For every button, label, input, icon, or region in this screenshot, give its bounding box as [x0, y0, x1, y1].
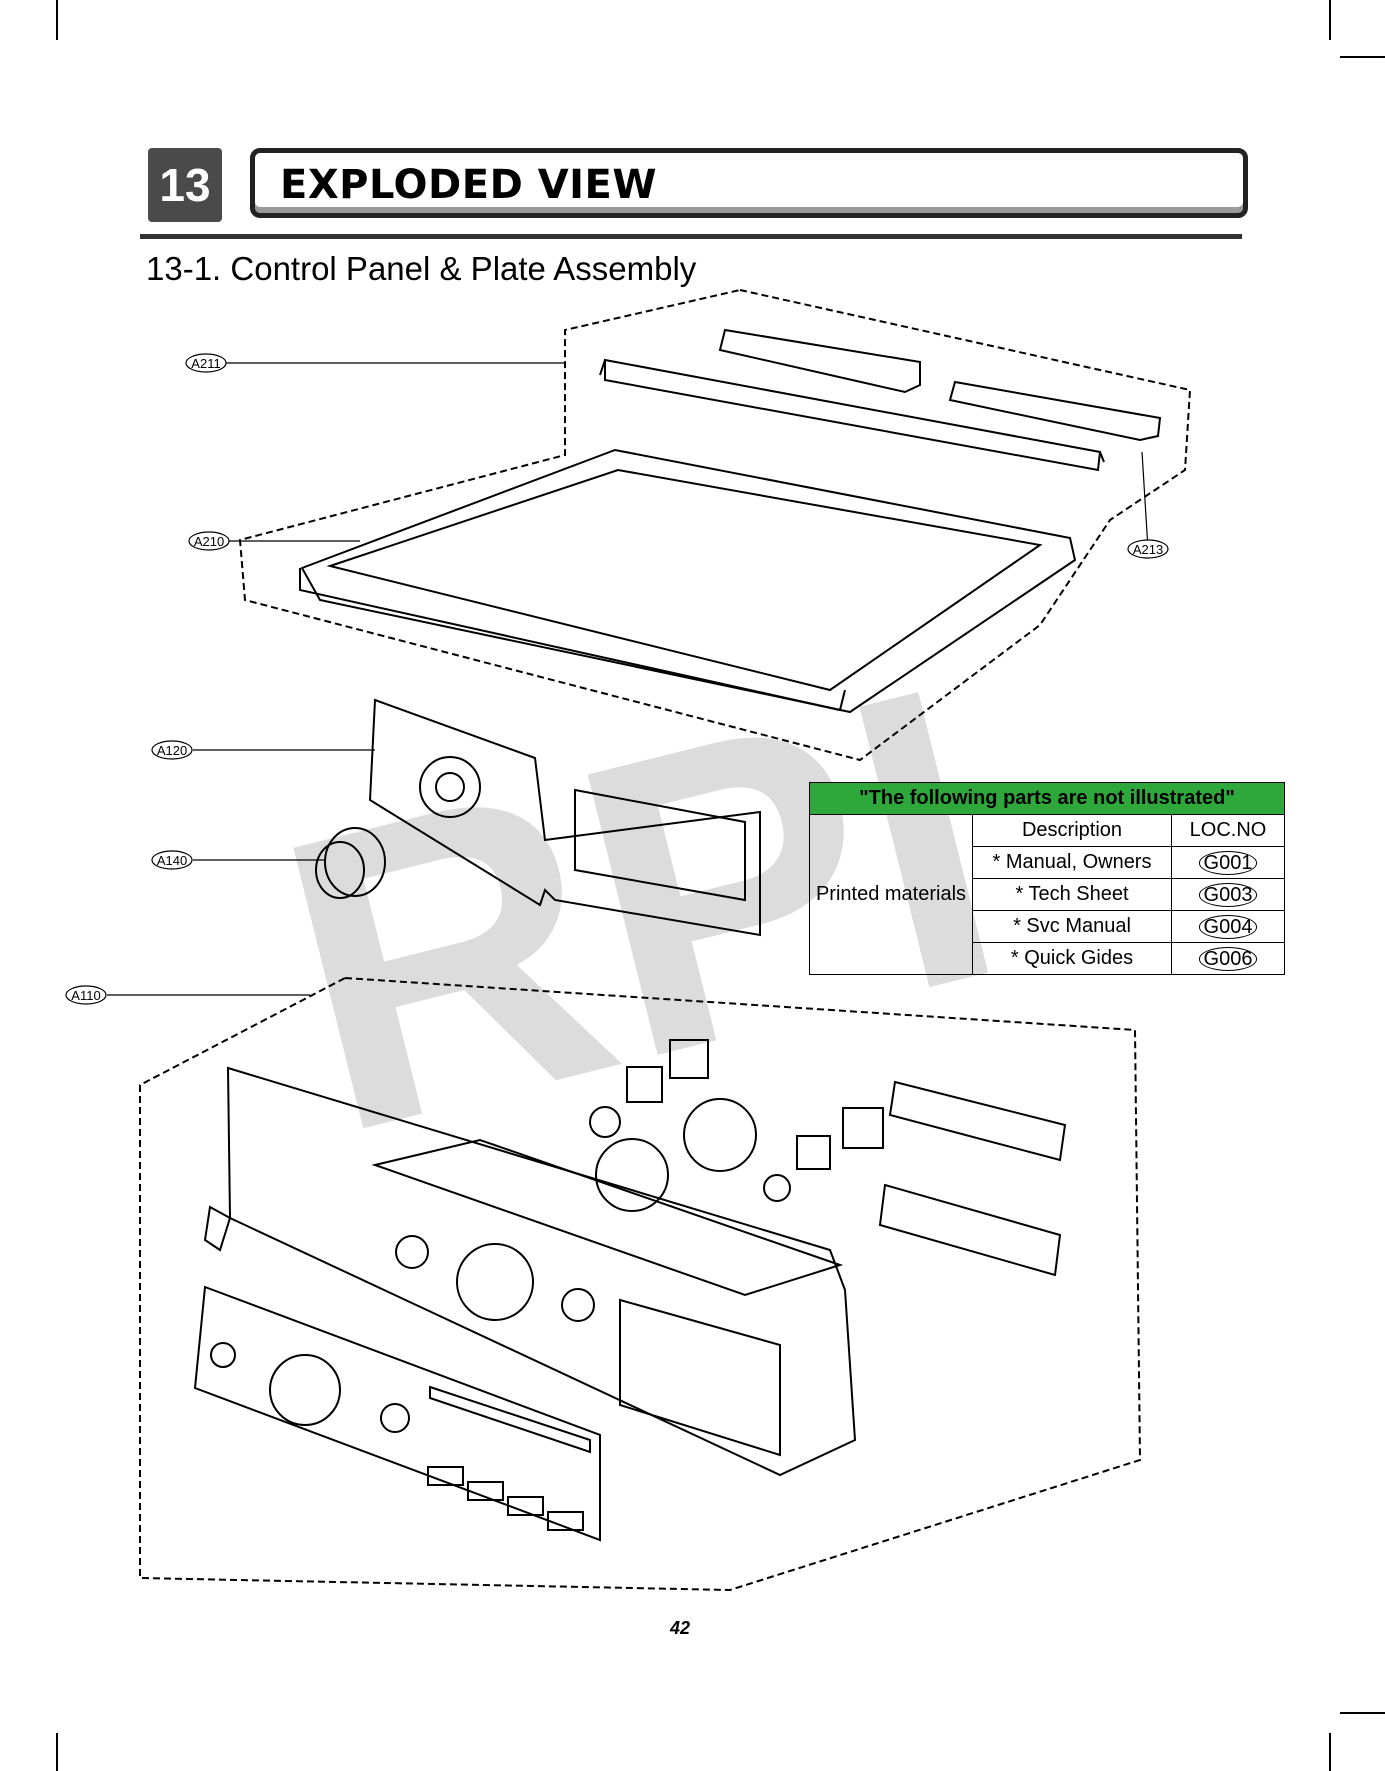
button-strip-upper	[888, 1080, 1067, 1162]
row-loc: G003	[1171, 878, 1285, 911]
section-title-box	[250, 148, 1248, 218]
crop-mark	[1329, 1733, 1331, 1771]
section-title: EXPLODED VIEW	[280, 162, 657, 208]
header-rule	[140, 234, 1242, 239]
callout-a213: A213	[1133, 542, 1163, 557]
loc-oval: G003	[1198, 882, 1258, 907]
section-number: 13	[148, 148, 222, 222]
dial-ring	[683, 1098, 757, 1172]
hinge-left	[718, 328, 921, 394]
top-group-outline	[238, 288, 1192, 762]
top-plate-inner	[326, 468, 1043, 692]
panel-decor-sheet	[193, 1285, 601, 1542]
callout-a120: A120	[157, 743, 187, 758]
hinge-right	[948, 380, 1162, 442]
control-pcb	[368, 698, 761, 937]
switch-housing	[796, 1135, 831, 1170]
callout-labels: A211 A210 A213 A120 A140 A110	[65, 353, 1169, 1005]
dial-knob	[595, 1138, 669, 1212]
table-heading: "The following parts are not illustrated…	[809, 782, 1285, 815]
column-header-locno: LOC.NO	[1171, 814, 1285, 847]
crop-mark	[1340, 56, 1385, 58]
table-row: * Tech Sheet G003	[810, 878, 1285, 911]
row-description: * Svc Manual	[972, 910, 1172, 943]
not-illustrated-table: "The following parts are not illustrated…	[809, 782, 1285, 975]
row-description: * Manual, Owners	[972, 846, 1172, 879]
switch-housing	[669, 1039, 709, 1079]
button-strip-lower	[878, 1183, 1062, 1277]
switch-housing	[842, 1107, 884, 1149]
table-row: * Quick Gides G006	[810, 942, 1285, 975]
switch-housing	[626, 1066, 663, 1103]
page-subtitle: 13-1. Control Panel & Plate Assembly	[146, 250, 697, 287]
crop-mark	[56, 1733, 58, 1771]
panel-display-window	[619, 1298, 781, 1457]
callout-a210: A210	[194, 534, 224, 549]
selector-knob	[324, 827, 386, 897]
crop-mark	[56, 0, 58, 40]
table-row: * Manual, Owners G001	[810, 846, 1285, 879]
page-number: 42	[670, 1618, 691, 1638]
top-plate	[300, 448, 1077, 714]
row-description: * Quick Gides	[972, 942, 1172, 975]
row-loc: G004	[1171, 910, 1285, 943]
pcb-button-array	[574, 788, 746, 902]
row-loc: G006	[1171, 942, 1285, 975]
loc-oval: G001	[1198, 850, 1258, 875]
rear-bracket	[604, 358, 1102, 472]
row-description: * Tech Sheet	[972, 878, 1172, 911]
group-label: Printed materials	[809, 814, 973, 975]
panel-dial-hole	[456, 1243, 534, 1321]
column-header-description: Description	[972, 814, 1172, 847]
button-cap	[589, 1106, 621, 1138]
callout-a110: A110	[71, 988, 100, 1003]
pcb-encoder	[419, 756, 481, 818]
loc-oval: G004	[1198, 914, 1258, 939]
button-cap	[763, 1174, 791, 1202]
callout-a140: A140	[157, 853, 187, 868]
row-loc: G001	[1171, 846, 1285, 879]
callout-a211: A211	[191, 356, 220, 371]
bottom-group-outline	[139, 976, 1142, 1592]
crop-mark	[1329, 0, 1331, 40]
crop-mark	[1340, 1712, 1385, 1714]
loc-oval: G006	[1198, 946, 1258, 971]
